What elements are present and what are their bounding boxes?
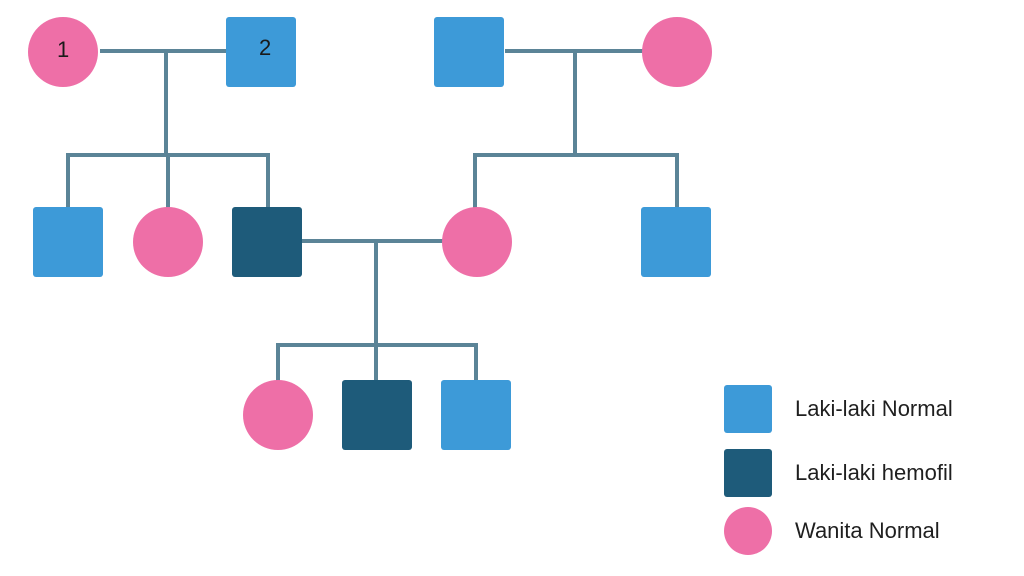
sibling-line-gen2-right — [473, 153, 679, 157]
child-drop-line — [474, 343, 478, 381]
legend-label-female-normal: Wanita Normal — [795, 518, 940, 543]
child-drop-line — [276, 343, 280, 381]
legend-label-male-hemophilia: Laki-laki hemofil — [795, 460, 953, 485]
individual-number-1: 1 — [57, 37, 70, 62]
male-normal-gen1-3 — [434, 17, 504, 87]
female-normal-gen1-4 — [642, 17, 712, 87]
male-normal-gen1-2 — [226, 17, 296, 87]
male-hemophilia-gen2 — [232, 207, 302, 277]
male-normal-gen2 — [33, 207, 103, 277]
legend-symbol-male-normal — [724, 385, 772, 433]
female-normal-gen1-1 — [28, 17, 98, 87]
female-normal-gen2-spouse — [442, 207, 512, 277]
female-normal-gen2 — [133, 207, 203, 277]
legend-symbol-male-hemophilia — [724, 449, 772, 497]
legend-label-male-normal: Laki-laki Normal — [795, 396, 953, 421]
child-drop-line — [374, 343, 378, 381]
individual-number-2: 2 — [259, 35, 272, 60]
child-drop-line — [675, 153, 679, 209]
female-normal-gen3 — [243, 380, 313, 450]
marriage-line-gen2 — [300, 239, 444, 243]
descent-line-gen2 — [374, 241, 378, 345]
child-drop-line — [166, 153, 170, 209]
child-drop-line — [473, 153, 477, 209]
male-hemophilia-gen3 — [342, 380, 412, 450]
child-drop-line — [66, 153, 70, 209]
male-normal-gen2-right — [641, 207, 711, 277]
legend-symbol-female-normal — [724, 507, 772, 555]
child-drop-line — [266, 153, 270, 209]
descent-line-gen1-right — [573, 51, 577, 155]
descent-line-gen1-left — [164, 51, 168, 155]
male-normal-gen3 — [441, 380, 511, 450]
